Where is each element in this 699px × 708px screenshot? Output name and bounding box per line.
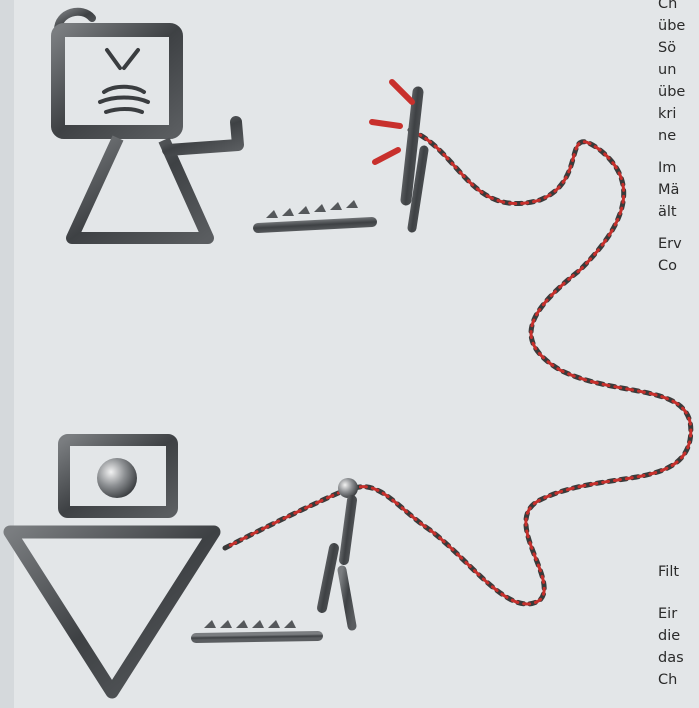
text-line: Erv [658,234,682,254]
text-line: un [658,60,676,80]
sender-antenna-icon [258,82,424,228]
text-line: ne [658,126,676,146]
text-line: Ch [658,670,677,690]
text-line: Ch [658,0,677,14]
text-line: Eir [658,604,677,624]
text-line: Sö [658,38,676,58]
text-line: Mä [658,180,679,200]
text-line: Co [658,256,677,276]
receiver-antenna-icon [196,478,358,638]
text-line: die [658,626,680,646]
text-line: Im [658,158,676,178]
text-line: übe [658,82,685,102]
text-line: Filt [658,562,679,582]
text-line: übe [658,16,685,36]
text-line: das [658,648,684,668]
angry-sender-figure [58,12,238,238]
text-line: ält [658,202,677,222]
receiver-figure [10,440,214,692]
signal-link-line [225,130,691,604]
text-line: kri [658,104,676,124]
